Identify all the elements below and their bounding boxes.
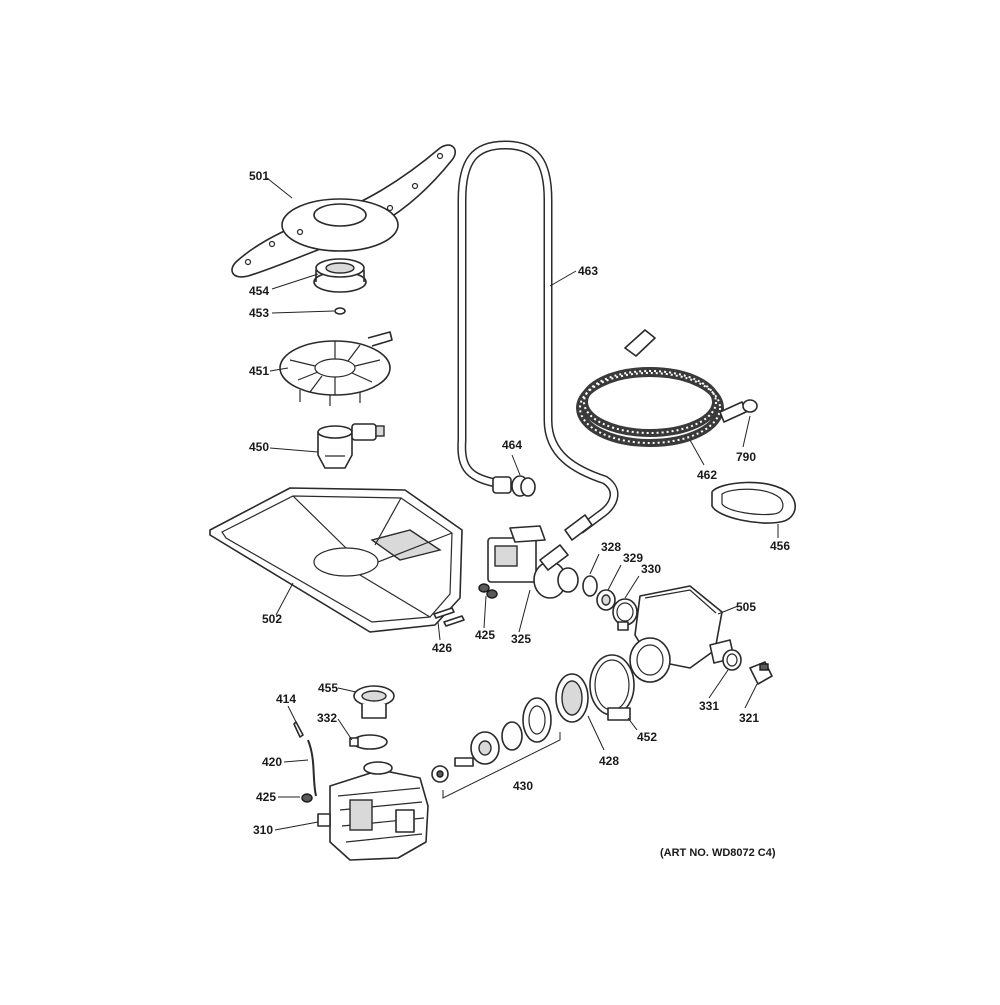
ring-328 — [582, 575, 598, 597]
label-452: 452 — [637, 730, 657, 744]
label-430: 430 — [513, 779, 533, 793]
label-332: 332 — [317, 711, 337, 725]
label-456: 456 — [770, 539, 790, 553]
label-331: 331 — [699, 699, 719, 713]
gasket-456 — [711, 481, 796, 524]
label-463: 463 — [578, 264, 598, 278]
filter-cover-451 — [279, 331, 393, 406]
spray-arm-501 — [231, 144, 456, 278]
nut-329 — [596, 589, 616, 611]
art-number: (ART NO. WD8072 C4) — [660, 847, 776, 859]
label-454: 454 — [249, 284, 269, 298]
o-ring-453 — [334, 307, 346, 315]
spray-arm-hub-454 — [313, 258, 367, 293]
clamp-790 — [742, 399, 758, 413]
label-310: 310 — [253, 823, 273, 837]
diverter-valve-450 — [317, 423, 385, 469]
grommet-425-lower — [301, 793, 313, 803]
clamp-330 — [612, 598, 638, 631]
leader-lines — [266, 177, 779, 831]
label-425-lower: 425 — [256, 790, 276, 804]
grommet-464 — [511, 475, 536, 497]
screws-426 — [433, 607, 465, 627]
label-329: 329 — [623, 551, 643, 565]
label-455: 455 — [318, 681, 338, 695]
label-426: 426 — [432, 641, 452, 655]
pump-motor-310 — [317, 761, 429, 861]
label-464: 464 — [502, 438, 522, 452]
drain-hose-462 — [576, 329, 747, 447]
fitting-321 — [749, 661, 773, 685]
label-425-upper: 425 — [475, 628, 495, 642]
label-325: 325 — [511, 632, 531, 646]
clamp-331 — [722, 649, 742, 671]
label-420: 420 — [262, 755, 282, 769]
clamp-332 — [349, 734, 388, 750]
hose-463 — [457, 140, 619, 534]
label-453: 453 — [249, 306, 269, 320]
label-501: 501 — [249, 169, 269, 183]
impeller-assembly-430 — [431, 697, 552, 783]
label-330: 330 — [641, 562, 661, 576]
label-428: 428 — [599, 754, 619, 768]
wire-420 — [307, 739, 317, 797]
clamp-452 — [589, 654, 635, 721]
grommets-425-upper — [478, 583, 498, 599]
sump-basin-502 — [209, 487, 463, 633]
seal-428 — [555, 673, 589, 723]
label-328: 328 — [601, 540, 621, 554]
water-valve-325 — [487, 514, 593, 599]
label-502: 502 — [262, 612, 282, 626]
cap-455 — [353, 685, 395, 719]
label-790: 790 — [736, 450, 756, 464]
label-321: 321 — [739, 711, 759, 725]
label-462: 462 — [697, 468, 717, 482]
label-505: 505 — [736, 600, 756, 614]
screw-414 — [293, 721, 304, 738]
part-labels: 501 454 453 451 450 502 463 464 462 790 … — [249, 169, 790, 837]
label-414: 414 — [276, 692, 296, 706]
label-451: 451 — [249, 364, 269, 378]
label-450: 450 — [249, 440, 269, 454]
sump-housing-505 — [629, 585, 735, 683]
